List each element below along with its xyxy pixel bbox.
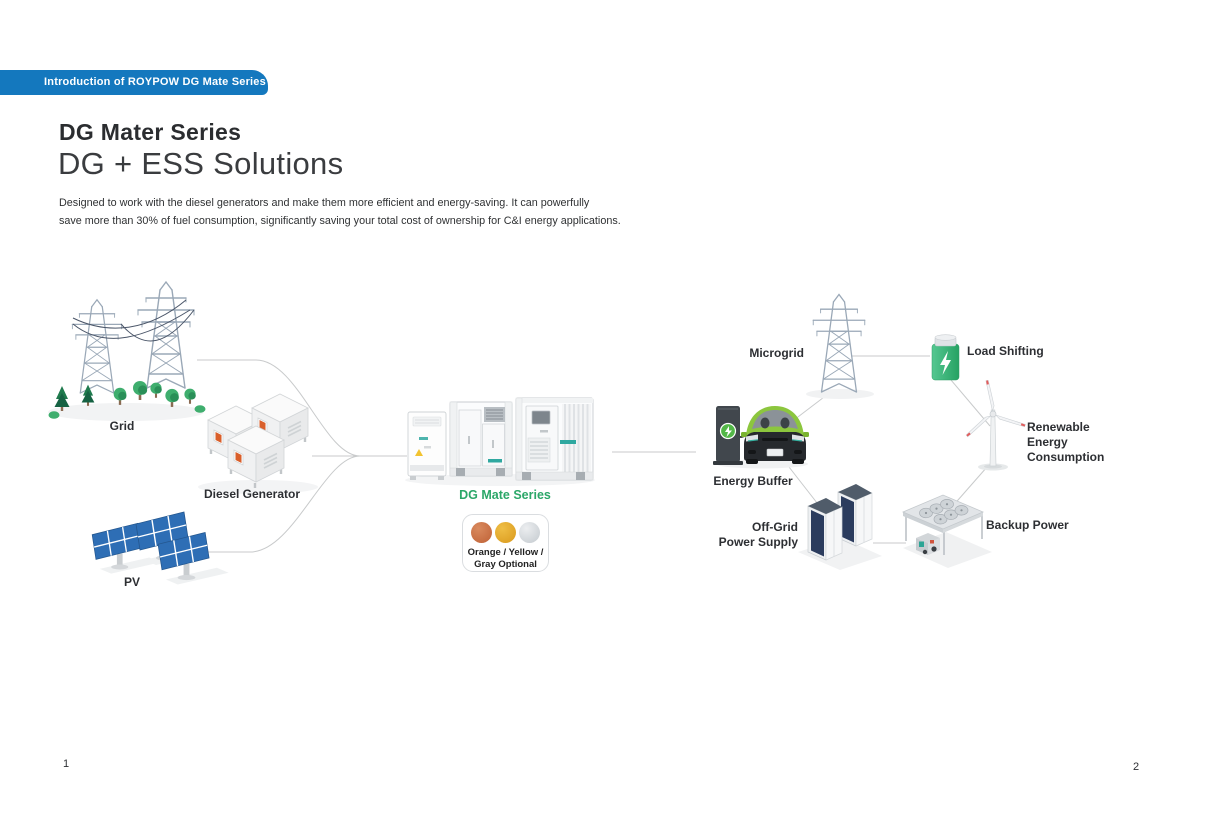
color-swatches — [463, 522, 548, 543]
product-container-mid — [449, 401, 513, 477]
color-options-box: Orange / Yellow / Gray Optional — [462, 514, 549, 572]
orange-swatch-icon — [471, 522, 492, 543]
diesel-generator-label: Diesel Generator — [203, 487, 301, 501]
renewable-energy-label: Renewable Energy Consumption — [1027, 420, 1137, 465]
connector-offgrid-ev — [788, 466, 822, 509]
renewable-line-3: Consumption — [1027, 450, 1105, 464]
connector-battery-turbine — [950, 379, 991, 427]
color-note-line-1: Orange / Yellow / — [467, 547, 544, 558]
color-note-line-2: Gray Optional — [474, 558, 537, 570]
connector-pv — [205, 455, 361, 553]
cabinet-back — [837, 484, 873, 547]
off-grid-line-1: Off-Grid — [752, 520, 798, 534]
load-shifting-label: Load Shifting — [967, 344, 1044, 358]
color-options-note: Orange / Yellow / Gray Optional — [463, 547, 548, 570]
grid-illustration — [48, 281, 206, 421]
description-line-1: Designed to work with the diesel generat… — [59, 197, 590, 209]
load-shifting-battery-icon — [931, 334, 960, 381]
renewable-line-2: Energy — [1027, 435, 1068, 449]
pv-label: PV — [123, 575, 140, 589]
off-grid-cabinets-illustration — [798, 484, 882, 570]
ev-car-icon — [741, 406, 809, 464]
energy-buffer-label: Energy Buffer — [713, 474, 793, 488]
renewable-line-1: Renewable — [1027, 420, 1090, 434]
gray-swatch-icon — [519, 522, 540, 543]
section-banner: Introduction of ROYPOW DG Mate Series — [0, 70, 268, 95]
off-grid-label: Off-Grid Power Supply — [705, 520, 798, 550]
microgrid-illustration — [806, 293, 874, 399]
page-title: DG Mater Series — [59, 119, 242, 145]
backup-power-label: Backup Power — [986, 518, 1069, 532]
product-cabinet-small — [407, 411, 447, 480]
cabinet-front — [807, 498, 843, 561]
grid-label: Grid — [109, 419, 135, 433]
connector-grid — [197, 359, 361, 457]
description-line-2: save more than 30% of fuel consumption, … — [59, 214, 621, 227]
wind-turbine-icon — [965, 379, 1026, 471]
page-number-left: 1 — [63, 758, 70, 770]
diesel-generator-illustration — [198, 392, 318, 494]
energy-buffer-illustration — [713, 406, 809, 469]
page-description: Designed to work with the diesel generat… — [59, 195, 621, 230]
backup-power-illustration — [901, 494, 992, 568]
dg-mate-series-label: DG Mate Series — [459, 488, 551, 502]
ev-charger-icon — [713, 406, 755, 465]
dg-mate-series-illustration — [405, 397, 595, 486]
page-number-right: 2 — [1133, 761, 1140, 773]
product-container-large — [515, 397, 594, 481]
pv-illustration — [91, 511, 230, 586]
page-subtitle: DG + ESS Solutions — [58, 146, 344, 181]
off-grid-line-2: Power Supply — [718, 535, 798, 549]
section-banner-label: Introduction of ROYPOW DG Mate Series — [44, 76, 266, 88]
microgrid-label: Microgrid — [749, 346, 804, 360]
yellow-swatch-icon — [495, 522, 516, 543]
